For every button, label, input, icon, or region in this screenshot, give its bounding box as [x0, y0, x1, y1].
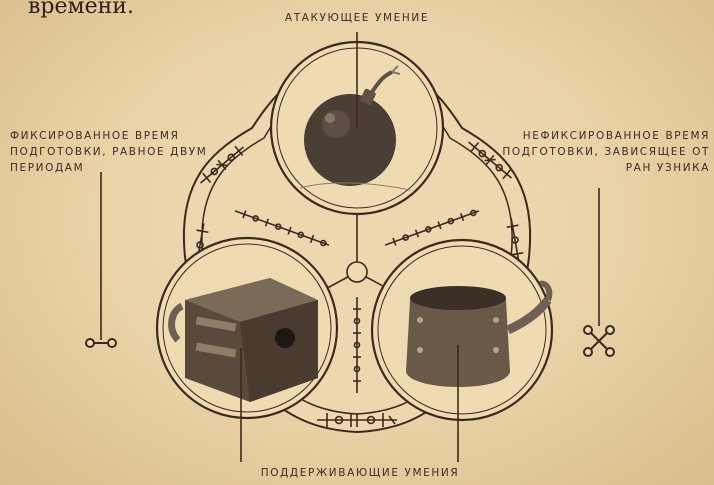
label-support-skills: Поддерживающие умения	[210, 465, 510, 481]
crossed-chains-icon	[584, 326, 614, 356]
label-variable-timer: Нефиксированное время подготовки, завися…	[474, 128, 710, 176]
label-attack-skill: Атакующее умение	[250, 10, 464, 26]
label-fixed-timer: Фиксированное время подготовки, равное д…	[10, 128, 220, 176]
medallion-support-right	[372, 240, 552, 420]
two-dots-bar-icon	[86, 339, 116, 347]
medallion-support-left	[157, 238, 337, 418]
